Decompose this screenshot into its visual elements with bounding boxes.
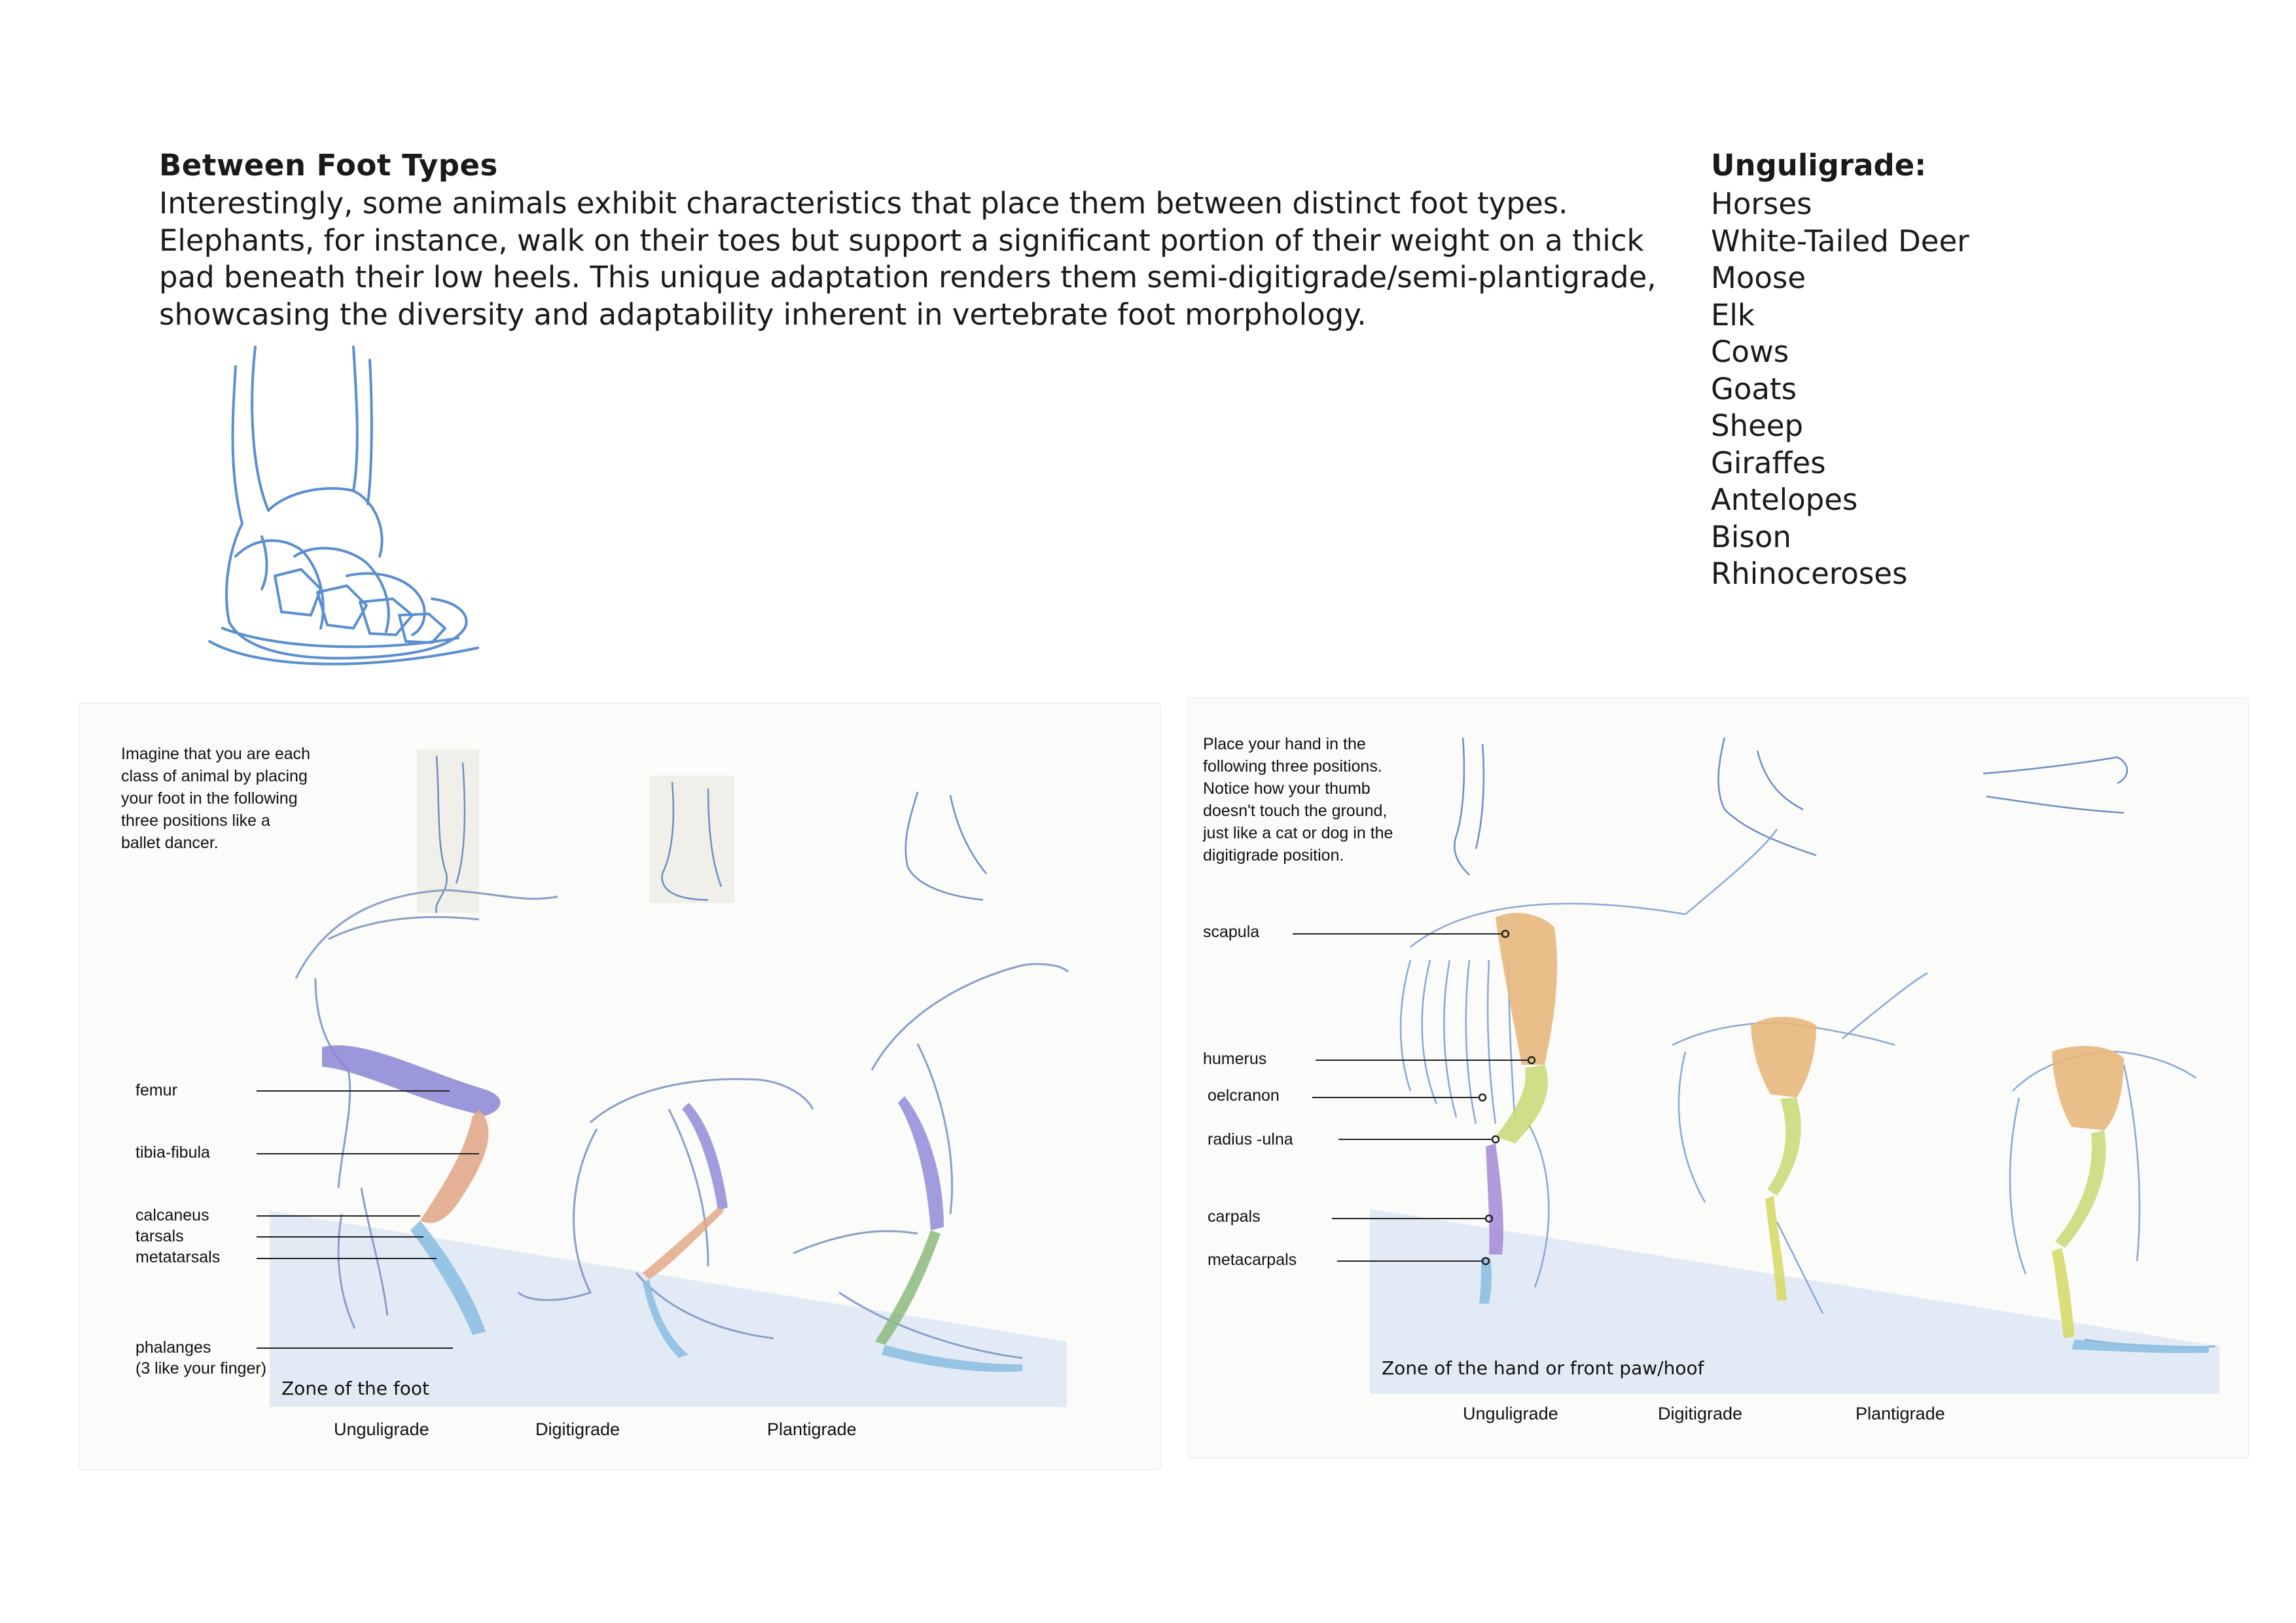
instruction-line: class of animal by placing	[121, 767, 308, 785]
hand-zone-label: Zone of the hand or front paw/hoof	[1382, 1357, 1704, 1379]
caption-unguligrade: Unguligrade	[334, 1419, 429, 1439]
unguligrade-ribcage	[1399, 829, 1778, 1288]
caption-plantigrade: Plantigrade	[767, 1419, 857, 1439]
unguligrade-title: Unguligrade:	[1711, 148, 1927, 183]
digitigrade-forelimb	[1672, 972, 1928, 1314]
list-item: Bison	[1711, 519, 1791, 554]
tibia-bone	[420, 1109, 489, 1223]
intro-paragraph: Interestingly, some animals exhibit char…	[159, 185, 1664, 333]
label-calcaneus: calcaneus	[135, 1206, 209, 1224]
elephant-foot-sketch	[208, 346, 479, 666]
foot-zone-label: Zone of the foot	[281, 1378, 430, 1399]
instruction-line: three positions like a	[121, 812, 270, 830]
humerus-bone	[1496, 1065, 1548, 1143]
digitigrade-femur	[682, 1103, 728, 1211]
plantigrade-skeleton	[793, 963, 1069, 1359]
paragraph-line: Elephants, for instance, walk on their t…	[159, 223, 1644, 258]
unguligrade-animal-list: Horses White-Tailed Deer Moose Elk Cows …	[1711, 186, 1969, 593]
plantigrade-tibia	[875, 1230, 941, 1345]
plantigrade-scapula	[2052, 1046, 2124, 1130]
hand-instruction: Place your hand in the following three p…	[1203, 733, 1393, 866]
hind-limb-illustration	[257, 749, 1069, 1407]
femur-bone	[322, 1045, 501, 1116]
paragraph-line: pad beneath their low heels. This unique…	[159, 260, 1657, 294]
metatarsal-bone	[410, 1221, 486, 1335]
list-item: Elk	[1711, 297, 1755, 332]
instruction-line: doesn't touch the ground,	[1203, 802, 1388, 820]
caption-unguligrade: Unguligrade	[1463, 1404, 1558, 1423]
foot-instruction: Imagine that you are each class of anima…	[121, 743, 310, 854]
plantigrade-radius	[2052, 1248, 2075, 1338]
label-scapula: scapula	[1203, 923, 1260, 941]
label-femur: femur	[135, 1081, 177, 1099]
digitigrade-humerus	[1767, 1097, 1801, 1196]
label-metatarsals: metatarsals	[135, 1248, 221, 1266]
caption-digitigrade: Digitigrade	[535, 1419, 620, 1439]
instruction-line: ballet dancer.	[121, 834, 219, 852]
plantigrade-humerus	[2055, 1130, 2106, 1248]
plantigrade-paw	[2072, 1340, 2209, 1353]
instruction-line: digitigrade position.	[1203, 846, 1344, 865]
digitigrade-scapula	[1751, 1016, 1816, 1097]
instruction-line: your foot in the following	[121, 789, 298, 808]
instruction-line: Place your hand in the	[1203, 735, 1366, 753]
scapula-bone	[1496, 912, 1558, 1065]
metacarpal-bone	[1479, 1258, 1492, 1304]
hand-position-sketches	[1454, 737, 2128, 876]
digitigrade-tibia	[643, 1207, 725, 1279]
foot-zone	[270, 1211, 1067, 1407]
label-humerus: humerus	[1203, 1050, 1267, 1068]
digitigrade-radius	[1765, 1196, 1787, 1300]
list-item: Moose	[1711, 260, 1806, 295]
list-item: Cows	[1711, 334, 1789, 369]
instruction-line: just like a cat or dog in the	[1203, 824, 1393, 842]
list-item: Horses	[1711, 187, 1812, 221]
foot-position-sketches	[417, 749, 987, 914]
plantigrade-femur	[898, 1096, 944, 1230]
label-tarsals: tarsals	[135, 1227, 184, 1245]
caption-digitigrade: Digitigrade	[1658, 1404, 1743, 1423]
list-item: Rhinoceroses	[1711, 556, 1908, 591]
instruction-line: following three positions.	[1203, 757, 1382, 776]
instruction-line: Imagine that you are each	[121, 745, 311, 763]
caption-plantigrade: Plantigrade	[1856, 1404, 1945, 1423]
label-phalanges-note: (3 like your finger)	[135, 1359, 267, 1378]
list-item: Sheep	[1711, 408, 1804, 443]
paragraph-line: Interestingly, some animals exhibit char…	[159, 186, 1568, 221]
radius-bone	[1486, 1143, 1503, 1255]
digitigrade-metatarsal	[643, 1279, 689, 1358]
paragraph-line: showcasing the diversity and adaptabilit…	[159, 296, 1367, 332]
list-item: Giraffes	[1711, 445, 1826, 480]
label-phalanges: phalanges	[135, 1338, 211, 1357]
hind-limb-panel: Imagine that you are each class of anima…	[80, 704, 1160, 1469]
unguligrade-skeleton	[295, 889, 558, 1329]
label-olecranon: oelcranon	[1208, 1086, 1280, 1105]
plantigrade-foot	[882, 1345, 1022, 1372]
label-metacarpals: metacarpals	[1208, 1251, 1297, 1269]
label-carpals: carpals	[1208, 1207, 1261, 1226]
list-item: Antelopes	[1711, 482, 1858, 517]
list-item: White-Tailed Deer	[1711, 223, 1969, 259]
label-tibia-fibula: tibia-fibula	[135, 1143, 210, 1162]
hand-zone	[1370, 1209, 2219, 1394]
list-item: Goats	[1711, 371, 1797, 406]
section-heading: Between Foot Types	[159, 148, 498, 183]
label-radius-ulna: radius -ulna	[1208, 1130, 1293, 1149]
fore-limb-panel: Place your hand in the following three p…	[1188, 698, 2248, 1457]
instruction-line: Notice how your thumb	[1203, 779, 1371, 798]
fore-limb-illustration	[1293, 737, 2219, 1394]
